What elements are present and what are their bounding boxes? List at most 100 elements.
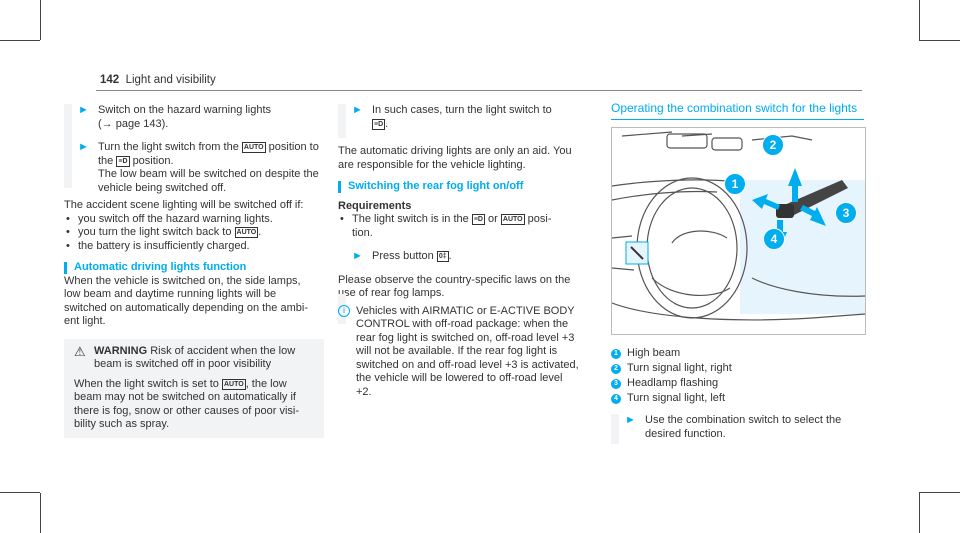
low-beam-icon: ≡D (471, 214, 485, 225)
bullet-item: you turn the light switch back to AUTO. (64, 226, 324, 240)
legend-item: 1 High beam (611, 347, 866, 362)
subheading: Switching the rear fog light on/off (338, 180, 598, 194)
crop-mark (0, 40, 40, 41)
low-beam-icon: ≡D (372, 118, 386, 130)
text-line: desired function. (645, 427, 726, 440)
text-line: When the vehicle is switched on, the sid… (64, 274, 301, 287)
legend-item: 3 Headlamp flashing (611, 377, 866, 392)
text-span: When the light switch is set to (74, 377, 219, 390)
text-line: vehicle being switched off. (98, 181, 227, 194)
inset-stalk (630, 246, 644, 260)
callout-4: 4 (763, 228, 785, 250)
rear-fog-light-icon: 0‡ (436, 251, 449, 262)
text-span: Turn the light switch from the (98, 141, 239, 153)
warning-icon: ⚠ (74, 343, 86, 359)
column-left: ► Switch on the hazard warning lights (→… (64, 104, 324, 438)
bullet-text: you switch off the hazard warning lights… (78, 212, 273, 225)
page-ref: (→ page 143). (98, 117, 169, 130)
bullet-item: the battery is insufficiently charged. (64, 240, 324, 254)
auto-icon: AUTO (221, 378, 246, 390)
legend-number: 3 (611, 379, 621, 389)
crop-mark (0, 492, 40, 493)
text-line: Switch on the hazard warning lights (98, 104, 272, 116)
text-line: beam may not be switched on automaticall… (74, 391, 296, 403)
text-line: tion. (352, 226, 373, 239)
text-line: will not be available. If the rear fog l… (356, 345, 558, 357)
legend-number: 4 (611, 394, 621, 404)
info-icon: i (338, 304, 350, 317)
crop-mark (919, 493, 920, 533)
section-title: Operating the combination switch for the… (611, 101, 858, 115)
callout-3: 3 (835, 202, 857, 224)
legend-text: Turn signal light, right (627, 362, 732, 374)
text-line: ent light. (64, 315, 106, 327)
text-line: are responsible for the vehicle lighting… (338, 158, 526, 171)
step-arrow-icon: ► (352, 104, 363, 116)
step-bar (64, 104, 72, 188)
text-span: or (488, 213, 498, 225)
text-span: The light switch is in the (352, 213, 469, 225)
step-arrow-icon: ► (78, 141, 89, 153)
legend-text: Turn signal light, left (627, 392, 726, 404)
title-underline (611, 118, 864, 120)
text-span: position to (268, 141, 319, 153)
text-line: switched on automatically depending on t… (64, 301, 308, 314)
text-line: rear fog light is switched on, off-road … (356, 331, 575, 344)
callout-1: 1 (724, 173, 746, 195)
text-span: posi- (527, 213, 552, 225)
text-line: Vehicles with AIRMATIC or E-ACTIVE BODY (356, 304, 575, 317)
bullet-item: The light switch is in the ≡D or AUTO po… (338, 213, 598, 227)
text-line: The automatic driving lights are only an… (338, 145, 572, 157)
page-header: 142 Light and visibility (100, 74, 216, 86)
final-step: ► Use the combination switch to select t… (611, 414, 866, 444)
text-line: Please observe the country-specific laws… (338, 273, 571, 286)
page-number: 142 (100, 74, 120, 86)
text-line: low beam and daytime running lights will… (64, 288, 277, 300)
text-span: position. (132, 154, 174, 167)
crop-mark (919, 0, 920, 40)
text-line: +2. (356, 385, 372, 398)
text-line: In such cases, turn the light switch to (372, 104, 552, 116)
header-rule (96, 90, 862, 91)
low-beam-icon: ≡D (116, 155, 130, 167)
legend-item: 4 Turn signal light, left (611, 392, 866, 407)
legend-text: High beam (627, 347, 681, 359)
crop-mark (40, 0, 41, 40)
crop-mark (919, 40, 960, 41)
auto-icon: AUTO (234, 227, 259, 238)
subheading: Automatic driving lights function (64, 261, 324, 275)
legend-number: 1 (611, 349, 621, 359)
crop-mark (40, 493, 41, 533)
text-span: Risk of accident when the low (150, 344, 296, 357)
text-line: beam is switched off in poor visibility (94, 358, 272, 370)
callout-2: 2 (762, 134, 784, 156)
warning-box: ⚠ WARNING Risk of accident when the low … (64, 338, 324, 438)
warning-title: WARNING (94, 344, 148, 357)
text-line: the vehicle will be lowered to off-road … (356, 372, 563, 384)
step-use-switch: ► Use the combination switch to select t… (625, 414, 866, 441)
crop-mark (919, 492, 960, 493)
column-middle: ► In such cases, turn the light switch t… (338, 104, 598, 399)
stalk-lever (776, 180, 848, 218)
bullet-text: you turn the light switch back to (78, 226, 232, 238)
auto-icon: AUTO (241, 142, 266, 153)
step-bar (611, 414, 619, 444)
legend-text: Headlamp flashing (627, 377, 719, 389)
illustration-svg (612, 131, 865, 321)
requirements-heading: Requirements (338, 199, 412, 212)
text-span: Press button (372, 250, 434, 262)
step-arrow-icon: ► (78, 104, 89, 116)
bullet-text: the battery is insufficiently charged. (78, 239, 250, 252)
text-line: there is fog, snow or other causes of po… (74, 404, 299, 417)
section-title: Light and visibility (125, 74, 216, 86)
combination-switch-illustration: 1 2 3 4 (611, 127, 866, 335)
step-hazard: ► Switch on the hazard warning lights (→… (78, 104, 324, 131)
text-line: Use the combination switch to select the (645, 414, 842, 426)
column-right: Operating the combination switch for the… (611, 101, 866, 120)
text-span: the (98, 154, 114, 167)
step-light-switch: ► Turn the light switch from the AUTO po… (78, 141, 324, 195)
tip-note: i Vehicles with AIRMATIC or E-ACTIVE BOD… (338, 304, 598, 400)
step-switch-lowbeam: ► In such cases, turn the light switch t… (352, 104, 598, 131)
